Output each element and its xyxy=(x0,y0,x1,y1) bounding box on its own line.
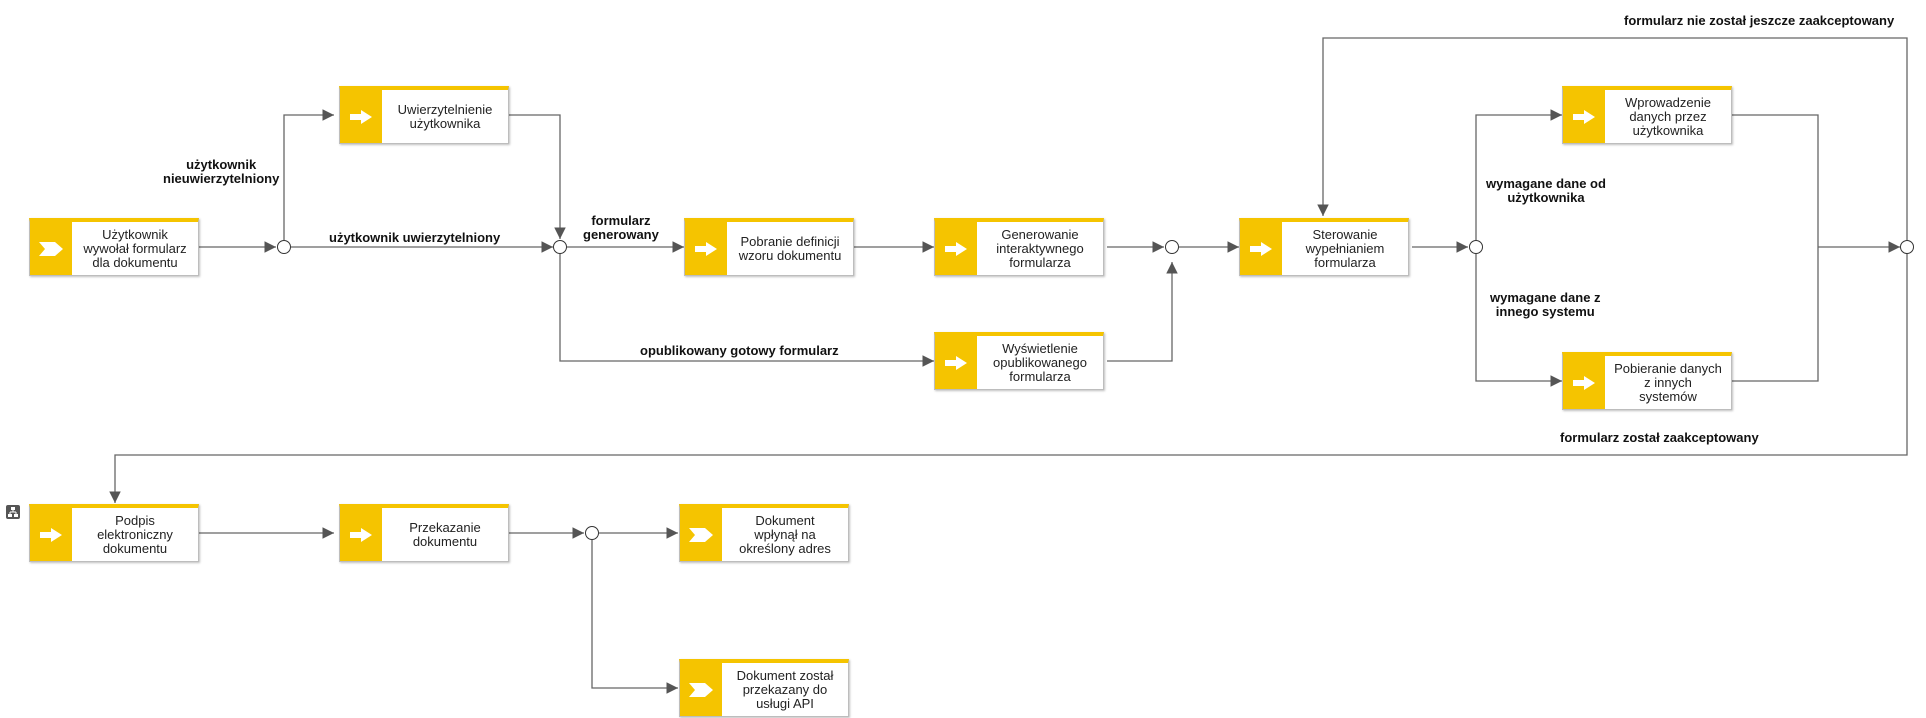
node-label: Dokument wpłynął na określony adres xyxy=(739,512,831,556)
node-n4[interactable]: Generowanie interaktywnego formularza xyxy=(934,218,1104,276)
node-n6[interactable]: Sterowanie wypełnianiem formularza xyxy=(1239,218,1409,276)
node-label: Pobieranie danych z innych systemów xyxy=(1614,360,1722,404)
node-n10[interactable]: Przekazanie dokumentu xyxy=(339,504,509,562)
node-label: Podpis elektroniczny dokumentu xyxy=(97,512,173,556)
node-label: Uwierzytelnienie użytkownika xyxy=(397,101,493,131)
arrow-right-icon xyxy=(340,508,382,561)
node-label: Generowanie interaktywnego formularza xyxy=(996,226,1084,270)
arrow-right-icon xyxy=(1563,90,1605,143)
node-label: Przekazanie dokumentu xyxy=(409,519,481,549)
edge-label-generated: formularz generowany xyxy=(583,213,659,242)
arrow-right-icon xyxy=(935,336,977,389)
gateway-g2[interactable] xyxy=(553,240,567,254)
edge-g4-n8 xyxy=(1475,254,1562,387)
node-label: Sterowanie wypełnianiem formularza xyxy=(1305,226,1385,270)
edge-g2-n5 xyxy=(559,254,934,367)
edge-label-authenticated: użytkownik uwierzytelniony xyxy=(329,230,501,245)
hierarchy-icon[interactable] xyxy=(6,505,20,519)
edge-label-published: opublikowany gotowy formularz xyxy=(640,343,839,358)
node-label: Pobranie definicji wzoru dokumentu xyxy=(738,233,842,263)
node-n1[interactable]: Użytkownik wywołał formularz dla dokumen… xyxy=(29,218,199,276)
arrow-right-icon xyxy=(30,508,72,561)
edge-g5-n6-loop xyxy=(1317,37,1908,240)
edge-g6-n12 xyxy=(591,540,678,694)
node-label: Wprowadzenie danych przez użytkownika xyxy=(1625,94,1711,138)
arrow-right-icon xyxy=(1240,222,1282,275)
node-n12[interactable]: Dokument został przekazany do usługi API xyxy=(679,659,849,717)
edge-n5-g3 xyxy=(1107,262,1178,362)
edge-label-not-accepted: formularz nie został jeszcze zaakceptowa… xyxy=(1624,13,1895,28)
edge-g1-n2 xyxy=(283,109,334,240)
edge-label-accepted: formularz został zaakceptowany xyxy=(1560,430,1759,445)
node-label: Użytkownik wywołał formularz dla dokumen… xyxy=(83,226,187,270)
edge-g4-n7 xyxy=(1475,109,1562,240)
event-chevron-icon xyxy=(30,222,72,275)
node-n8[interactable]: Pobieranie danych z innych systemów xyxy=(1562,352,1732,410)
edge-label-system-data: wymagane dane z innego systemu xyxy=(1490,290,1601,319)
edge-n8-g5 xyxy=(1731,247,1819,382)
node-n9[interactable]: Podpis elektroniczny dokumentu xyxy=(29,504,199,562)
arrow-right-icon xyxy=(935,222,977,275)
event-chevron-icon xyxy=(680,508,722,561)
node-label: Dokument został przekazany do usługi API xyxy=(736,667,834,711)
gateway-g1[interactable] xyxy=(277,240,291,254)
node-label: Wyświetlenie opublikowanego formularza xyxy=(993,340,1087,384)
node-n3[interactable]: Pobranie definicji wzoru dokumentu xyxy=(684,218,854,276)
gateway-g6[interactable] xyxy=(585,526,599,540)
edge-g5-n9 xyxy=(109,254,1908,503)
node-n7[interactable]: Wprowadzenie danych przez użytkownika xyxy=(1562,86,1732,144)
arrow-right-icon xyxy=(685,222,727,275)
node-n11[interactable]: Dokument wpłynął na określony adres xyxy=(679,504,849,562)
edge-n2-g2 xyxy=(509,114,566,239)
arrow-right-icon xyxy=(340,90,382,143)
gateway-g4[interactable] xyxy=(1469,240,1483,254)
gateway-g3[interactable] xyxy=(1165,240,1179,254)
arrow-right-icon xyxy=(1563,356,1605,409)
edge-label-user-data: wymagane dane od użytkownika xyxy=(1486,176,1606,205)
node-n2[interactable]: Uwierzytelnienie użytkownika xyxy=(339,86,509,144)
event-chevron-icon xyxy=(680,663,722,716)
gateway-g5[interactable] xyxy=(1900,240,1914,254)
node-n5[interactable]: Wyświetlenie opublikowanego formularza xyxy=(934,332,1104,390)
edge-label-unauthenticated: użytkownik nieuwierzytelniony xyxy=(163,157,280,186)
edge-n7-g5 xyxy=(1731,114,1819,247)
